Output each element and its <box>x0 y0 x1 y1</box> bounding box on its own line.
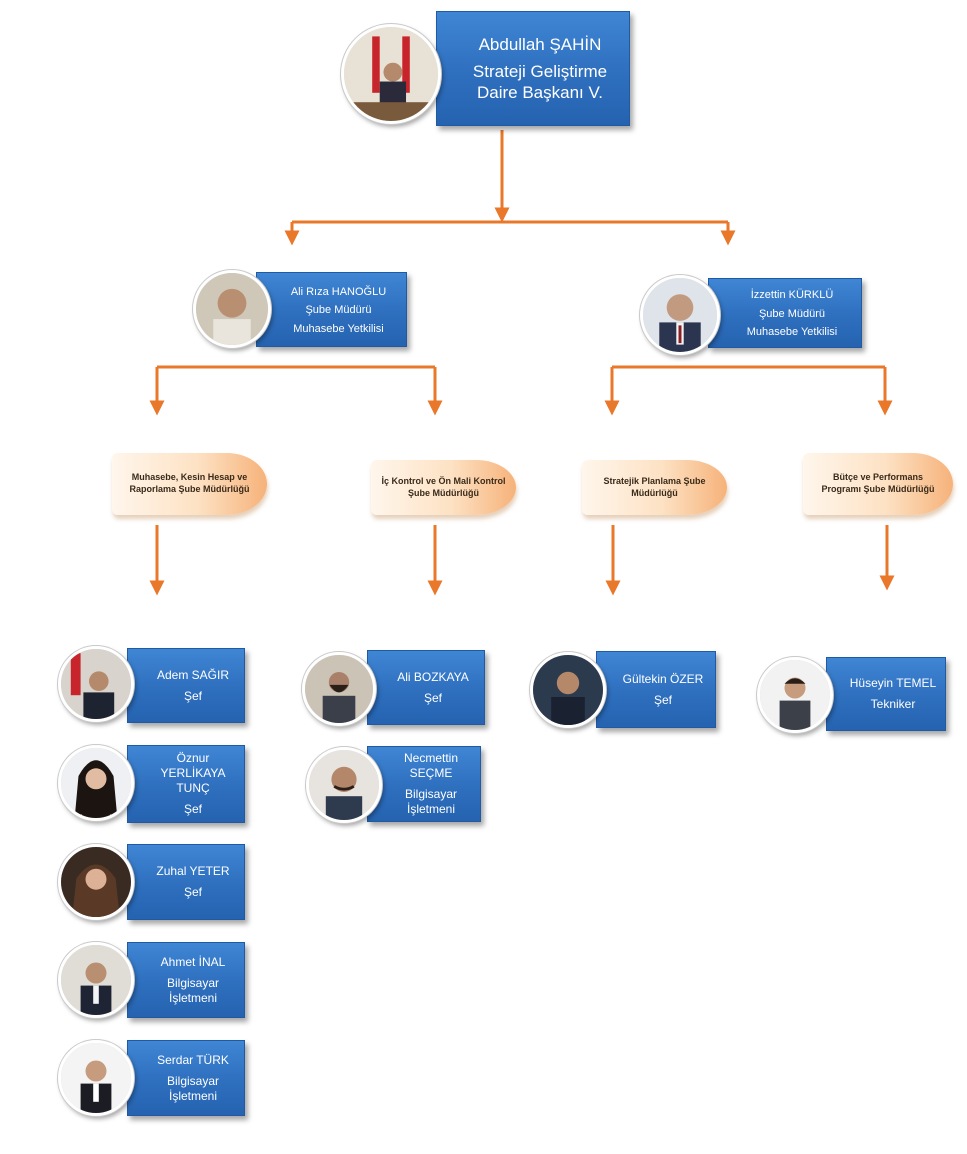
staff-2-photo <box>58 745 134 821</box>
staff-3-title: Şef <box>183 885 202 899</box>
staff-card-4: Ahmet İNAL Bilgisayar İşletmeni <box>127 942 245 1018</box>
staff-9-photo <box>757 657 833 733</box>
manager-1-title-line2: Muhasebe Yetkilisi <box>293 322 384 335</box>
staff-4-photo <box>58 942 134 1018</box>
staff-8-title: Şef <box>653 692 672 707</box>
staff-card-2: Öznur YERLİKAYA TUNÇ Şef <box>127 745 245 823</box>
staff-9-title: Tekniker <box>870 697 916 711</box>
staff-5-title: Bilgisayar İşletmeni <box>166 1073 220 1103</box>
unit-1: Muhasebe, Kesin Hesap ve Raporlama Şube … <box>112 453 267 515</box>
staff-5-photo <box>58 1040 134 1116</box>
staff-7-name: Necmettin SEÇME <box>403 751 459 780</box>
manager-2-name: İzzettin KÜRKLÜ <box>750 289 834 302</box>
staff-9-name: Hüseyin TEMEL <box>849 676 937 690</box>
manager-1-name: Ali Rıza HANOĞLU <box>290 285 387 298</box>
staff-6-photo <box>302 652 376 726</box>
manager-2-photo <box>640 275 720 355</box>
staff-2-name: Öznur YERLİKAYA TUNÇ <box>160 751 226 795</box>
unit-3: Stratejik Planlama Şube Müdürlüğü <box>582 460 727 515</box>
staff-3-name: Zuhal YETER <box>156 864 230 878</box>
staff-card-9: Hüseyin TEMEL Tekniker <box>826 657 946 731</box>
staff-8-photo <box>530 652 606 728</box>
unit-4: Bütçe ve Performans Programı Şube Müdürl… <box>803 453 953 515</box>
manager-1-photo <box>193 270 271 348</box>
head-title-line2: Daire Başkanı V. <box>477 83 603 103</box>
staff-4-title: Bilgisayar İşletmeni <box>166 975 220 1005</box>
staff-card-5: Serdar TÜRK Bilgisayar İşletmeni <box>127 1040 245 1116</box>
staff-1-title: Şef <box>183 688 202 703</box>
manager-card-1: Ali Rıza HANOĞLU Şube Müdürü Muhasebe Ye… <box>256 272 407 347</box>
manager-2-title-line2: Muhasebe Yetkilisi <box>746 326 838 339</box>
staff-6-title: Şef <box>423 690 442 705</box>
manager-2-title-line1: Şube Müdürü <box>758 307 826 320</box>
staff-1-photo <box>58 646 134 722</box>
head-photo <box>341 24 441 124</box>
manager-card-2: İzzettin KÜRKLÜ Şube Müdürü Muhasebe Yet… <box>708 278 862 348</box>
staff-2-title: Şef <box>183 802 202 816</box>
staff-5-name: Serdar TÜRK <box>157 1052 229 1067</box>
head-name: Abdullah ŞAHİN <box>478 34 602 54</box>
manager-1-title-line1: Şube Müdürü <box>305 304 372 317</box>
unit-2: İç Kontrol ve Ön Mali Kontrol Şube Müdür… <box>371 460 516 515</box>
staff-1-name: Adem SAĞIR <box>156 667 230 682</box>
staff-3-photo <box>58 844 134 920</box>
staff-card-1: Adem SAĞIR Şef <box>127 648 245 723</box>
staff-card-3: Zuhal YETER Şef <box>127 844 245 920</box>
staff-card-8: Gültekin ÖZER Şef <box>596 651 716 728</box>
staff-card-6: Ali BOZKAYA Şef <box>367 650 485 725</box>
head-card: Abdullah ŞAHİN Strateji Geliştirme Daire… <box>436 11 630 126</box>
staff-7-photo <box>306 747 382 823</box>
staff-6-name: Ali BOZKAYA <box>397 669 469 684</box>
staff-card-7: Necmettin SEÇME Bilgisayar İşletmeni <box>367 746 481 822</box>
staff-4-name: Ahmet İNAL <box>160 954 226 969</box>
staff-8-name: Gültekin ÖZER <box>622 671 704 686</box>
staff-7-title: Bilgisayar İşletmeni <box>404 787 458 816</box>
head-title-line1: Strateji Geliştirme <box>472 61 608 81</box>
